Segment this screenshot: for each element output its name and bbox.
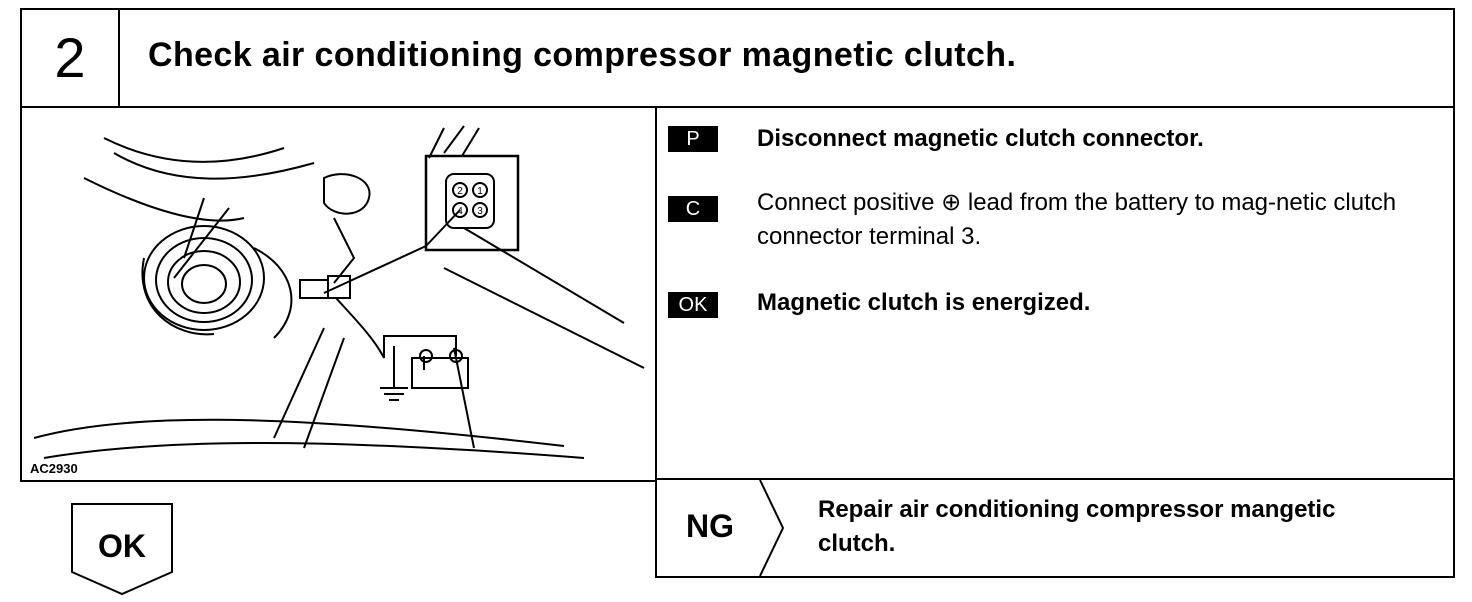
step-number-box: [20, 8, 120, 108]
figure-code: AC2930: [30, 461, 78, 476]
title-box: [118, 8, 1455, 108]
instruction-ok: Magnetic clutch is energized.: [757, 289, 1091, 316]
ok-arrow-icon: [71, 503, 173, 596]
ng-action-text: Repair air conditioning compressor mange…: [818, 496, 1336, 557]
ng-label: NG: [686, 508, 734, 544]
step-number: 2: [54, 26, 86, 89]
connector-terminal-label: 4: [457, 206, 463, 217]
figure-panel: [20, 106, 657, 482]
badge-ok: OK: [668, 292, 718, 318]
ok-label: OK: [98, 528, 146, 564]
compressor-illustration: 2 1 4 3: [33, 125, 645, 459]
connector-terminal-label: 3: [477, 206, 483, 217]
step-title: Check air conditioning compressor magnet…: [148, 36, 1017, 74]
ng-arrow-icon: [759, 479, 785, 577]
connector-terminal-label: 1: [477, 186, 483, 197]
ng-result-box: [655, 478, 1455, 578]
instruction-c: Connect positive ⊕ lead from the battery…: [757, 189, 1397, 250]
badge-p: P: [668, 126, 718, 152]
instruction-p: Disconnect magnetic clutch connector.: [757, 125, 1204, 152]
badge-c: C: [668, 196, 718, 222]
connector-terminal-label: 2: [457, 186, 463, 197]
